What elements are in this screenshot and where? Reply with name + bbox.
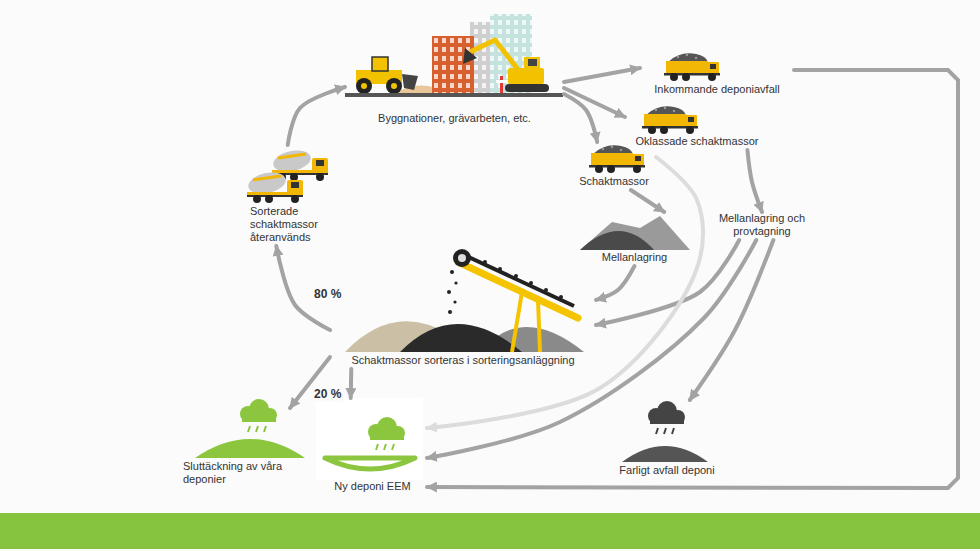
flow-arrow — [596, 266, 635, 300]
construction-node: Byggnationer, grävarbeten, etc. — [345, 12, 564, 127]
construction-illustration-part — [463, 48, 477, 64]
construction-illustration-part — [372, 57, 388, 71]
flow-arrow — [564, 68, 640, 82]
sorting-plant — [345, 249, 584, 352]
pile-node: Mellanlagring — [575, 212, 694, 266]
landfill-node: Sluttäckning av våra deponier — [175, 398, 290, 488]
construction-illustration-part — [386, 78, 402, 94]
flow-arrow — [564, 94, 597, 142]
sorting-plant-part — [514, 274, 518, 278]
flow-arrow — [427, 70, 958, 488]
node-caption: Mellanlagring — [575, 251, 694, 264]
sorting-plant-part — [512, 292, 540, 352]
ground-bar — [0, 513, 980, 549]
flow-arrow — [288, 87, 345, 145]
mixer-truck-icons-part — [246, 169, 303, 203]
sorting-plant-part — [453, 249, 471, 267]
construction-illustration-part — [505, 84, 549, 92]
truck-icons-part — [589, 145, 645, 173]
node-caption: Byggnationer, grävarbeten, etc. — [345, 112, 564, 125]
final-cover-icon-part — [195, 439, 305, 458]
node-caption: Ny deponi EEM — [318, 480, 427, 493]
storage-pile-part — [580, 231, 654, 250]
node-caption: Sorterade schaktmassor återanvänds — [250, 205, 335, 244]
node-caption: Schaktmassor — [572, 175, 656, 188]
construction-illustration-part — [361, 83, 367, 89]
truck-node: Inkommande deponiavfall — [640, 50, 794, 98]
flow-arrow — [427, 157, 703, 428]
new-landfill-icon-part — [370, 432, 404, 440]
flow-arrow — [747, 150, 762, 212]
truck-icons — [589, 53, 720, 173]
truck-icons-part — [664, 53, 720, 81]
node-caption: Inkommande deponiavfall — [640, 83, 794, 96]
sorting-node: Schaktmassor sorteras i sorteringsanlägg… — [330, 245, 596, 369]
sorting-plant-part — [544, 288, 548, 292]
hazardous-landfill-icon-part — [650, 416, 684, 424]
hazardous-landfill-icon-part — [622, 446, 708, 462]
construction-illustration-part — [432, 36, 474, 94]
storage-pile-part — [580, 216, 690, 250]
final-cover-icon-part — [248, 426, 266, 432]
sorting-plant-part — [462, 254, 574, 306]
construction-illustration-part — [356, 78, 372, 94]
new-landfill-icon — [316, 398, 423, 480]
construction-illustration-part — [528, 59, 537, 66]
sorting-plant-part — [529, 281, 533, 285]
node-caption: Schaktmassor sorteras i sorteringsanlägg… — [330, 354, 596, 367]
hazardous-landfill-icon — [622, 401, 708, 462]
construction-illustration-part — [470, 40, 520, 72]
construction-illustration-part — [432, 36, 474, 94]
final-cover-icon-part — [242, 414, 276, 422]
truck-icons-part — [642, 106, 698, 134]
sorting-plant-part — [447, 290, 451, 294]
node-caption: Sluttäckning av våra deponier — [183, 460, 283, 486]
flow-arrow — [631, 190, 664, 212]
sorting-plant-part — [450, 270, 454, 274]
sorting-plant-part — [400, 324, 522, 352]
construction-illustration-part — [391, 83, 397, 89]
sorting-plant-part — [453, 300, 456, 303]
new-landfill-icon-part — [376, 444, 394, 450]
new-landfill-icon-part — [316, 398, 423, 480]
sorting-plant-part — [448, 310, 452, 314]
construction-illustration-part — [524, 57, 540, 70]
sorting-plant-part — [454, 281, 457, 284]
sorting-plant-part — [559, 295, 563, 299]
sorting-plant-part — [458, 254, 466, 262]
construction-illustration — [345, 14, 563, 97]
reuse-node: Sorterade schaktmassor återanvänds — [225, 145, 339, 246]
construction-illustration-part — [500, 76, 503, 94]
landfill-node: Ny deponi EEM — [318, 398, 427, 495]
truck-node: Schaktmassor — [572, 142, 656, 190]
percentage-label: 20 % — [312, 386, 343, 402]
step-node: Mellanlagring och provtagning — [705, 212, 819, 240]
mixer-truck-icons — [246, 147, 328, 203]
percentage-label: 80 % — [312, 286, 343, 302]
flow-arrow — [564, 88, 625, 117]
construction-illustration-part — [345, 93, 563, 97]
node-caption: Farligt avfall deponi — [610, 464, 724, 477]
flow-arrow — [349, 369, 354, 398]
construction-illustration-part — [508, 68, 544, 84]
hazardous-landfill-icon-part — [656, 428, 674, 434]
construction-illustration-part — [402, 74, 418, 90]
sorting-plant-part — [498, 267, 502, 271]
flow-arrow — [427, 240, 756, 458]
new-landfill-icon-part — [325, 458, 415, 469]
node-caption: Oklassade schaktmassor — [625, 135, 769, 148]
storage-pile — [580, 216, 690, 250]
truck-node: Oklassade schaktmassor — [625, 102, 769, 150]
sorting-plant-part — [483, 260, 487, 264]
landfill-node: Farligt avfall deponi — [610, 400, 724, 479]
node-caption: Mellanlagring och provtagning — [705, 212, 819, 238]
construction-illustration-part — [496, 80, 510, 83]
